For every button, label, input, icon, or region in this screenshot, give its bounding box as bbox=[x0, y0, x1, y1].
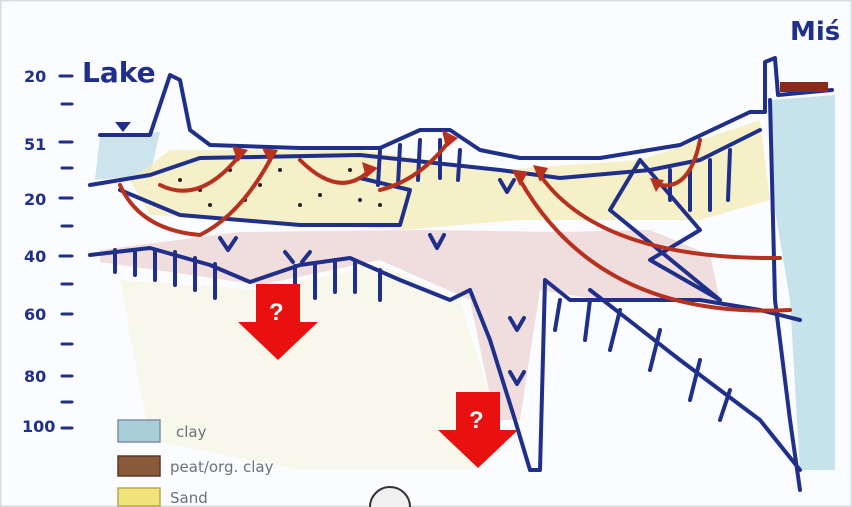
well-cap bbox=[780, 82, 828, 92]
legend-label-clay: clay bbox=[176, 423, 207, 441]
legend-swatch-sand bbox=[118, 488, 160, 506]
depth-tick-label: 80 bbox=[24, 367, 46, 386]
depth-tick-label: 51 bbox=[24, 135, 46, 154]
depth-tick-label: 100 bbox=[22, 417, 55, 436]
marker-text: ? bbox=[469, 407, 484, 434]
depth-tick-label: 20 bbox=[24, 190, 46, 209]
depth-tick-label: 60 bbox=[24, 305, 46, 324]
depth-tick-label: 20 bbox=[24, 67, 46, 86]
legend-label-sand: Sand bbox=[170, 489, 208, 507]
mis-label: Miś bbox=[790, 17, 840, 47]
marker-text: ? bbox=[269, 299, 284, 326]
legend-swatch-peat bbox=[118, 456, 160, 476]
legend-swatch-clay bbox=[118, 420, 160, 442]
lake-label: Lake bbox=[82, 56, 156, 89]
depth-tick-label: 40 bbox=[24, 247, 46, 266]
legend-label-peat: peat/org. clay bbox=[170, 458, 274, 476]
